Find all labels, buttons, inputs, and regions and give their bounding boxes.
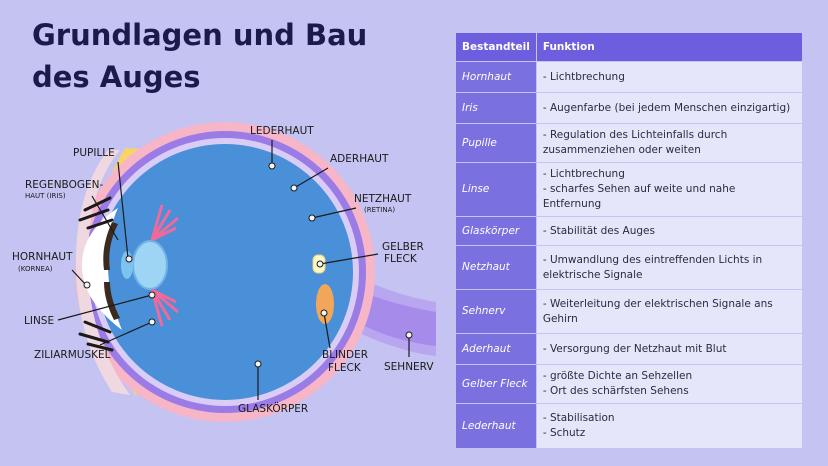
- anterior-cover: [76, 150, 130, 395]
- label-glaskoerper: GLASKÖRPER: [238, 402, 308, 415]
- row-name: Iris: [455, 92, 537, 124]
- row-function: - Stabilität des Auges: [535, 216, 804, 246]
- table-row: Netzhaut - Umwandlung des eintreffenden …: [455, 245, 804, 290]
- table-row: Sehnerv - Weiterleitung der elektrischen…: [455, 289, 804, 334]
- table-header-row: Bestandteil Funktion: [455, 32, 804, 62]
- row-name: Pupille: [455, 123, 537, 163]
- label-pupille: PUPILLE: [73, 147, 115, 159]
- row-function: - Regulation des Lichteinfalls durch zus…: [535, 123, 804, 163]
- table-row: Aderhaut - Versorgung der Netzhaut mit B…: [455, 333, 804, 365]
- blind-spot: [316, 284, 334, 324]
- table-row: Glaskörper - Stabilität des Auges: [455, 216, 804, 246]
- table-row: Iris - Augenfarbe (bei jedem Menschen ei…: [455, 92, 804, 124]
- function-line: - Stabilisation: [542, 412, 615, 424]
- function-line: - Ort des schärfsten Sehens: [542, 385, 689, 397]
- label-netzhaut: NETZHAUT: [354, 193, 412, 205]
- function-line: Gehirn: [542, 312, 578, 325]
- function-line: - Umwandlung des eintreffenden Lichts in: [542, 253, 763, 266]
- row-function: - Umwandlung des eintreffenden Lichts in…: [535, 245, 804, 290]
- label-netzhaut-sub: (RETINA): [364, 206, 395, 214]
- function-line: - Stabilität des Auges: [542, 224, 655, 237]
- row-function: - Stabilisation - Schutz: [535, 403, 804, 449]
- label-aderhaut: ADERHAUT: [330, 153, 389, 165]
- header-bestandteil: Bestandteil: [455, 32, 537, 62]
- label-hornhaut-sub: (KORNEA): [18, 265, 53, 273]
- row-function: - Versorgung der Netzhaut mit Blut: [535, 333, 804, 365]
- label-sehnerv: SEHNERV: [384, 361, 434, 373]
- label-gelber-2: FLECK: [384, 253, 418, 265]
- row-function: - Weiterleitung der elektrischen Signale…: [535, 289, 804, 334]
- label-regenbogen-1: REGENBOGEN-: [25, 179, 103, 191]
- row-name: Lederhaut: [455, 403, 537, 449]
- lens-small: [121, 251, 133, 279]
- row-function: - größte Dichte an Sehzellen - Ort des s…: [535, 364, 804, 404]
- table-row: Hornhaut - Lichtbrechung: [455, 61, 804, 93]
- iris-dark-lower: [104, 282, 120, 320]
- table-row: Pupille - Regulation des Lichteinfalls d…: [455, 123, 804, 163]
- function-line: - Weiterleitung der elektrischen Signale…: [542, 297, 773, 310]
- row-name: Glaskörper: [455, 216, 537, 246]
- eyelash-bottom: [78, 320, 114, 352]
- function-line: - Augenfarbe (bei jedem Menschen einziga…: [542, 101, 791, 114]
- function-line: - Regulation des Lichteinfalls durch: [542, 129, 728, 141]
- row-function: - Lichtbrechung: [535, 61, 804, 93]
- row-name: Aderhaut: [455, 333, 537, 365]
- row-name: Sehnerv: [455, 289, 537, 334]
- function-line: - Lichtbrechung: [542, 70, 625, 83]
- function-table: Bestandteil Funktion Hornhaut - Lichtbre…: [455, 32, 804, 449]
- function-line: - Schutz: [542, 427, 586, 439]
- function-line: - Lichtbrechung: [542, 168, 625, 180]
- row-function: - Lichtbrechung - scharfes Sehen auf wei…: [535, 162, 804, 217]
- row-name: Linse: [455, 162, 537, 217]
- function-line: zusammenziehen oder weiten: [542, 144, 701, 156]
- row-name: Gelber Fleck: [455, 364, 537, 404]
- header-funktion: Funktion: [535, 32, 804, 62]
- label-hornhaut: HORNHAUT: [12, 251, 73, 263]
- title-line-1: Grundlagen und Bau: [32, 18, 368, 52]
- title-line-2: des Auges: [32, 60, 201, 94]
- ciliary-muscle-bottom: [150, 288, 179, 327]
- table-row: Linse - Lichtbrechung - scharfes Sehen a…: [455, 162, 804, 217]
- eye-diagram: PUPILLE LEDERHAUT ADERHAUT REGENBOGEN- H…: [12, 122, 436, 422]
- ciliary-muscle-top: [150, 204, 179, 242]
- row-name: Netzhaut: [455, 245, 537, 290]
- label-linse: LINSE: [24, 315, 54, 327]
- label-lederhaut: LEDERHAUT: [250, 125, 314, 137]
- label-blinder-1: BLINDER: [322, 349, 368, 361]
- table-row: Lederhaut - Stabilisation - Schutz: [455, 403, 804, 449]
- label-blinder-2: FLECK: [328, 362, 362, 374]
- label-regenbogen-2: HAUT (IRIS): [25, 192, 66, 200]
- iris-dark: [103, 222, 118, 270]
- label-gelber-1: GELBER: [382, 241, 424, 253]
- row-name: Hornhaut: [455, 61, 537, 93]
- function-line: - größte Dichte an Sehzellen: [542, 370, 693, 382]
- page-title: Grundlagen und Bau des Auges: [32, 14, 432, 98]
- lens: [132, 240, 168, 290]
- row-function: - Augenfarbe (bei jedem Menschen einziga…: [535, 92, 804, 124]
- table-row: Gelber Fleck - größte Dichte an Sehzelle…: [455, 364, 804, 404]
- label-ziliarmuskel: ZILIARMUSKEL: [34, 349, 111, 361]
- function-line: - scharfes Sehen auf weite und nahe Entf…: [542, 183, 736, 210]
- eyelash-top: [78, 196, 114, 230]
- function-line: - Versorgung der Netzhaut mit Blut: [542, 342, 727, 355]
- function-line: elektrische Signale: [542, 268, 643, 281]
